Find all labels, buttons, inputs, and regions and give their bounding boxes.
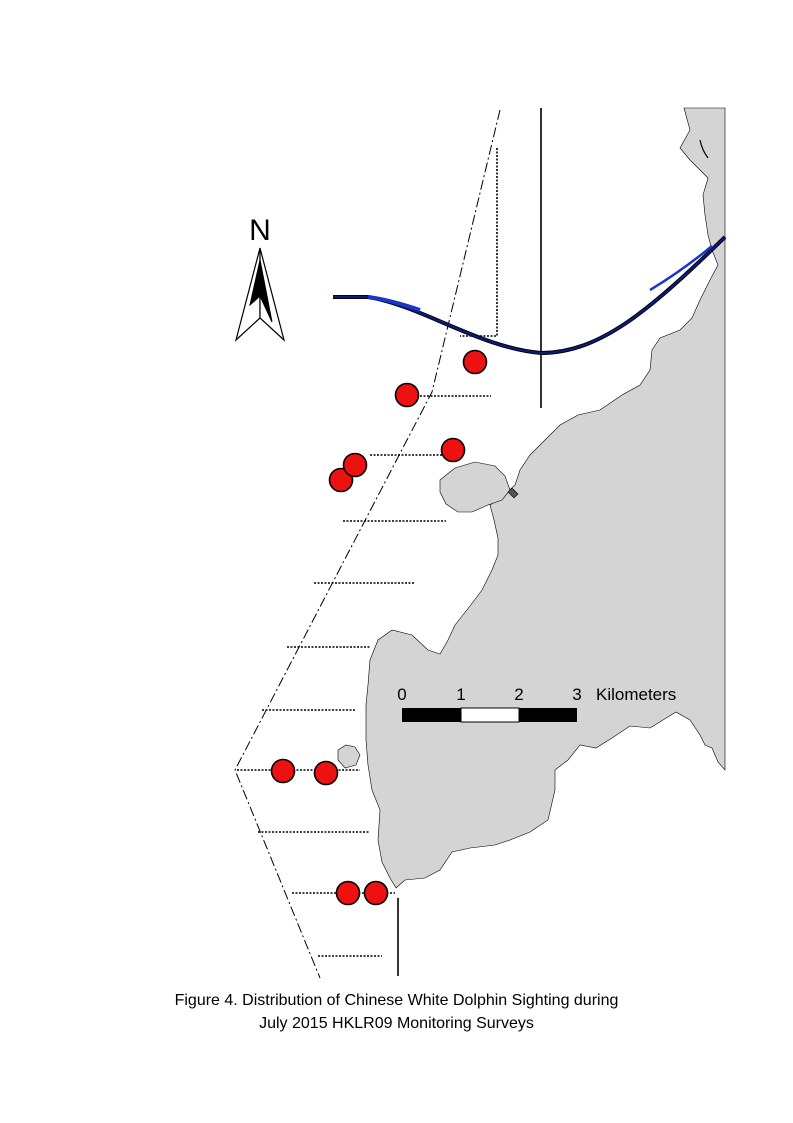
north-arrow-icon — [234, 247, 286, 342]
land-layer — [337, 107, 726, 889]
land-mainland — [365, 107, 726, 889]
survey-area-boundary — [234, 109, 501, 979]
scale-tick-3: 3 — [572, 685, 581, 704]
scale-tick-1: 1 — [456, 685, 465, 704]
bridge-segment-thick-east — [649, 245, 713, 292]
coast-detail-1 — [699, 139, 709, 159]
dolphin-sighting-marker — [313, 760, 339, 786]
dolphin-sighting-marker — [335, 880, 361, 906]
bridge-alignment — [333, 235, 727, 356]
scale-segment-2 — [460, 707, 520, 723]
scale-unit-label: Kilometers — [596, 685, 676, 704]
dolphin-sighting-marker — [270, 758, 296, 784]
dolphin-sighting-marker — [394, 382, 420, 408]
figure-caption-line-1: Figure 4. Distribution of Chinese White … — [174, 992, 619, 1009]
scale-segment-1 — [402, 708, 461, 722]
scale-tick-2: 2 — [514, 685, 523, 704]
dolphin-sighting-marker — [328, 467, 354, 493]
north-arrow: N — [234, 214, 286, 342]
land-islet — [337, 744, 361, 769]
sightings-layer — [270, 349, 488, 906]
dolphin-sighting-marker — [342, 452, 368, 478]
scale-segment-3 — [519, 708, 577, 722]
dolphin-sighting-marker — [462, 349, 488, 375]
figure-caption-line-2: July 2015 HKLR09 Monitoring Surveys — [259, 1015, 534, 1032]
dolphin-sighting-marker — [440, 437, 466, 463]
scale-bar: 0 1 2 3 Kilometers — [397, 685, 676, 723]
coast-detail-2 — [507, 487, 519, 499]
bridge-segment-thick — [367, 295, 421, 312]
dolphin-sighting-marker — [363, 880, 389, 906]
land-peninsula — [439, 461, 511, 513]
north-label: N — [249, 214, 271, 247]
transect-line-vertical — [460, 148, 498, 337]
bridge-line-fill — [333, 236, 726, 355]
scale-tick-0: 0 — [397, 685, 406, 704]
